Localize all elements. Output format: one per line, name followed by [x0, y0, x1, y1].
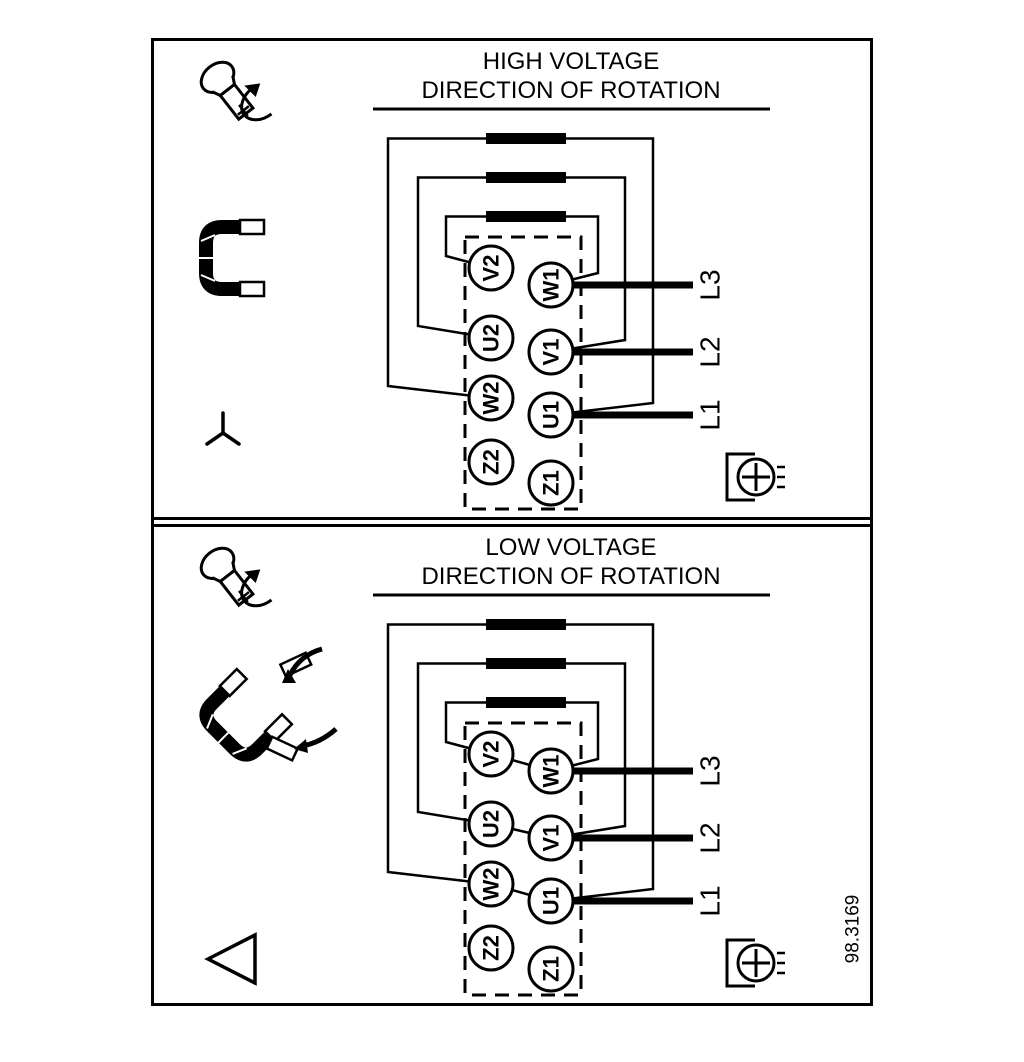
- panel-title: HIGH VOLTAGE DIRECTION OF ROTATION: [373, 48, 770, 111]
- supply-lines: L3 L2 L1: [551, 755, 726, 917]
- bridge-links: [486, 619, 566, 708]
- terminal-label: W2: [479, 382, 504, 415]
- terminal-circle: [467, 244, 515, 292]
- terminal-u2: U2: [467, 314, 515, 362]
- placement-arrow-icon: [301, 727, 338, 749]
- panel-title-line1: LOW VOLTAGE: [485, 534, 656, 561]
- low-voltage-diagram: L3 L2 L1 V2 U2: [199, 534, 864, 997]
- terminal-w1: W1: [527, 261, 575, 309]
- terminal-label: Z1: [539, 470, 564, 496]
- figure-number: 98.3169: [843, 895, 864, 964]
- terminal-u1: U1: [527, 877, 575, 925]
- terminal-z2: Z2: [467, 924, 515, 972]
- terminal-label: Z2: [479, 449, 504, 475]
- terminal-block: V2 U2 W2 Z2 W1: [467, 730, 575, 993]
- terminal-label: V1: [539, 825, 564, 852]
- earth-screw-icon: [725, 938, 785, 988]
- wire-middle-loop: [416, 662, 627, 840]
- terminal-z2: Z2: [467, 438, 515, 486]
- terminal-circle: [467, 860, 515, 908]
- supply-lines: L3 L2 L1: [551, 269, 726, 431]
- terminal-w2: W2: [467, 860, 515, 908]
- high-voltage-diagram: L3 L2 L1 V2 U2: [199, 48, 785, 511]
- terminal-circle: [467, 438, 515, 486]
- terminal-block: V2 U2 W2 Z2 W1: [467, 244, 575, 507]
- panel-title-line2: DIRECTION OF ROTATION: [421, 563, 720, 590]
- terminal-circle: [467, 314, 515, 362]
- terminal-circle: [467, 730, 515, 778]
- terminal-label: W2: [479, 868, 504, 901]
- screw-icon: [199, 546, 273, 608]
- low-voltage-panel: L3 L2 L1 V2 U2: [154, 524, 870, 1003]
- terminal-label: U1: [539, 401, 564, 429]
- bridge-link-bar: [486, 658, 566, 669]
- terminal-circle: [527, 747, 575, 795]
- terminal-circle: [467, 374, 515, 422]
- delta-jumper-icon: [199, 646, 338, 763]
- terminal-label: Z2: [479, 935, 504, 961]
- terminal-label: W1: [539, 269, 564, 302]
- supply-label-l1: L1: [695, 885, 726, 916]
- terminal-label: V1: [539, 339, 564, 366]
- bridge-link-bar: [486, 172, 566, 183]
- terminal-label: U2: [479, 324, 504, 352]
- terminal-label: U1: [539, 887, 564, 915]
- terminal-circle: [527, 328, 575, 376]
- terminal-label: U2: [479, 810, 504, 838]
- terminal-box: [463, 235, 583, 511]
- terminal-circle: [527, 814, 575, 862]
- terminal-label: V2: [479, 741, 504, 768]
- terminal-circle: [527, 877, 575, 925]
- rotation-arrow-icon: [240, 573, 273, 608]
- bridge-link-icon: [199, 218, 266, 298]
- high-voltage-panel: L3 L2 L1 V2 U2: [154, 41, 870, 520]
- terminal-circle: [527, 945, 575, 993]
- terminal-v1: V1: [527, 814, 575, 862]
- panel-title: LOW VOLTAGE DIRECTION OF ROTATION: [373, 534, 770, 597]
- bridge-link-bar: [486, 697, 566, 708]
- terminal-u2: U2: [467, 800, 515, 848]
- bridge-link-bar: [486, 619, 566, 630]
- supply-label-l2: L2: [695, 822, 726, 853]
- terminal-v2: V2: [467, 244, 515, 292]
- supply-label-l3: L3: [695, 269, 726, 300]
- panel-title-line2: DIRECTION OF ROTATION: [421, 77, 720, 104]
- loose-jumper-prong: [265, 735, 300, 763]
- supply-label-l3: L3: [695, 755, 726, 786]
- delta-symbol-icon: [204, 932, 257, 986]
- terminal-z1: Z1: [527, 945, 575, 993]
- earth-screw-icon: [725, 452, 785, 502]
- terminal-circle: [527, 261, 575, 309]
- terminal-label: V2: [479, 255, 504, 282]
- screw-icon: [199, 60, 273, 122]
- terminal-u1: U1: [527, 391, 575, 439]
- terminal-w1: W1: [527, 747, 575, 795]
- bridge-link-bar: [486, 133, 566, 144]
- terminal-v2: V2: [467, 730, 515, 778]
- bridge-link-bar: [486, 211, 566, 222]
- terminal-circle: [467, 924, 515, 972]
- terminal-label: Z1: [539, 956, 564, 982]
- terminal-circle: [527, 391, 575, 439]
- panel-title-line1: HIGH VOLTAGE: [483, 48, 659, 75]
- terminal-label: W1: [539, 755, 564, 788]
- terminal-v1: V1: [527, 328, 575, 376]
- supply-label-l2: L2: [695, 336, 726, 367]
- rotation-arrow-icon: [240, 87, 273, 122]
- wiring-diagram-frame: L3 L2 L1 V2 U2: [151, 38, 873, 1006]
- terminal-w2: W2: [467, 374, 515, 422]
- terminal-circle: [527, 459, 575, 507]
- wire-middle-loop: [416, 176, 627, 354]
- terminal-box: [463, 721, 583, 997]
- bridge-links: [486, 133, 566, 222]
- terminal-z1: Z1: [527, 459, 575, 507]
- supply-label-l1: L1: [695, 399, 726, 430]
- terminal-circle: [467, 800, 515, 848]
- placement-arrow-icon: [287, 646, 323, 677]
- star-symbol-icon: [205, 411, 241, 446]
